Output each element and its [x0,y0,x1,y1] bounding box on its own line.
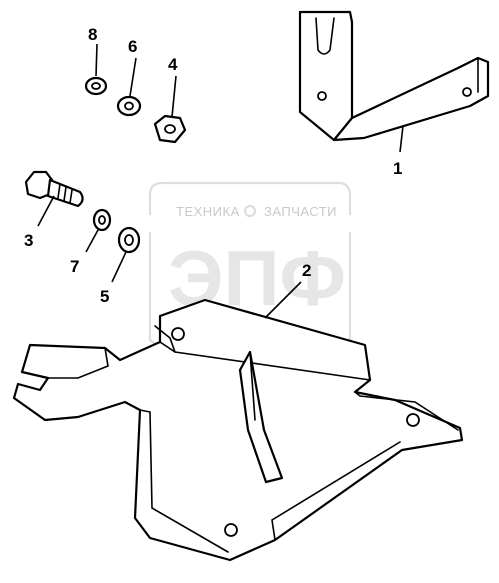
part-6-washer [116,95,142,117]
part-2-base-plate [12,298,464,562]
part-5-washer [117,226,141,254]
watermark-text-right: ЗАПЧАСТИ [264,204,337,219]
callout-8: 8 [88,25,97,44]
callout-4: 4 [168,55,178,74]
gear-icon [243,204,257,218]
callout-7: 7 [70,257,79,276]
callout-3: 3 [24,231,33,250]
callout-2: 2 [302,261,311,280]
part-8-washer [84,76,108,96]
leader-8 [95,43,98,77]
callout-1: 1 [393,159,402,178]
part-7-lock-washer [92,208,112,232]
part-3-bolt [24,170,84,208]
leader-3 [37,195,55,227]
leader-2 [264,281,302,319]
callout-labels: 8 6 4 1 2 3 7 5 [24,25,402,306]
callout-5: 5 [100,287,109,306]
watermark-text-left: ТЕХНИКА [176,204,240,219]
leader-4 [171,75,177,118]
part-4-nut [153,114,187,144]
part-1-bracket [298,10,490,142]
leader-6 [129,57,137,97]
leader-7 [85,229,99,253]
callout-6: 6 [128,37,137,56]
leader-1 [399,125,404,153]
leader-lines [37,43,404,319]
leader-5 [111,251,127,283]
